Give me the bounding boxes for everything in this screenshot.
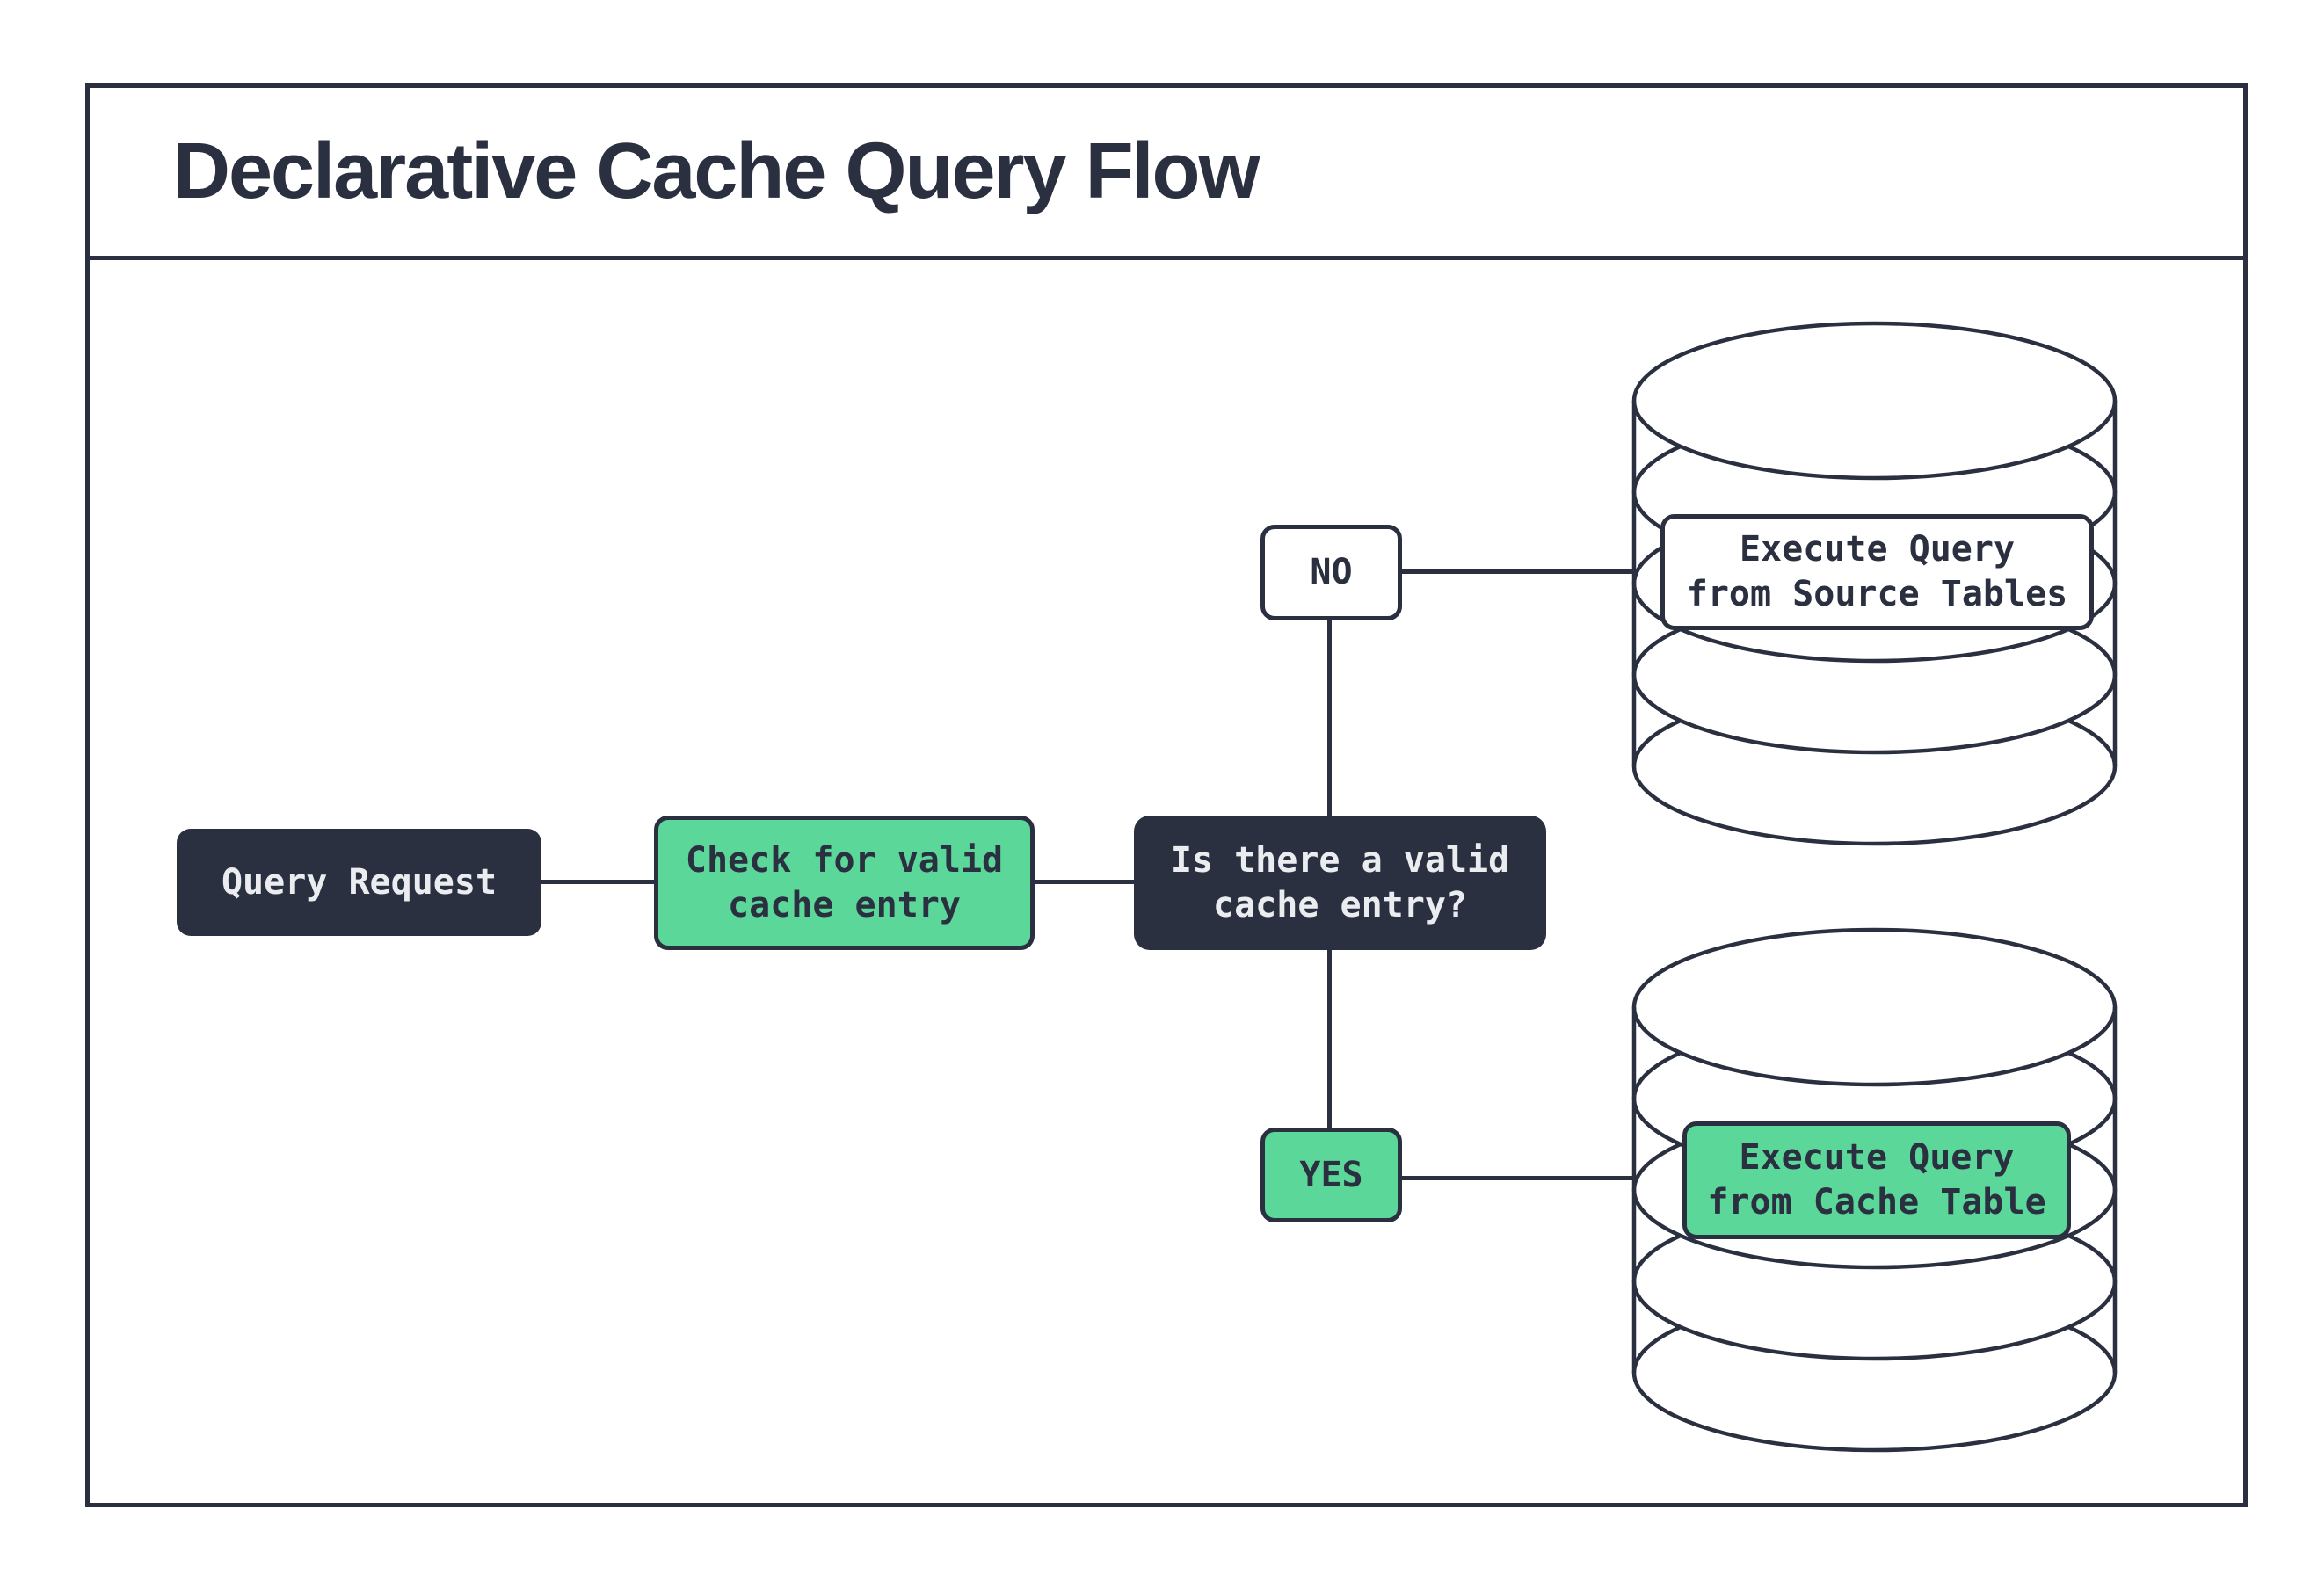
node-decision-valid-cache-label: Is there a valid cache entry? (1170, 839, 1510, 925)
edge-yes-to-cache-db (1402, 1176, 1637, 1180)
node-decision-valid-cache: Is there a valid cache entry? (1134, 816, 1546, 950)
node-check-cache-entry: Check for valid cache entry (654, 816, 1035, 950)
branch-label-yes: YES (1260, 1128, 1402, 1222)
node-execute-query-source-tables: Execute Query from Source Tables (1660, 514, 2094, 630)
branch-label-yes-text: YES (1299, 1154, 1363, 1195)
node-query-request-label: Query Request (221, 861, 498, 903)
branch-label-no: NO (1260, 525, 1402, 620)
node-execute-query-cache-table-label: Execute Query from Cache Table (1707, 1137, 2046, 1222)
diagram-title: Declarative Cache Query Flow (173, 127, 1260, 215)
edge-no-to-source-db (1402, 569, 1637, 574)
node-query-request: Query Request (177, 829, 541, 936)
edge-decision-to-no (1327, 615, 1332, 819)
edge-check-to-decision (1031, 880, 1137, 884)
node-execute-query-source-tables-label: Execute Query from Source Tables (1686, 529, 2068, 614)
diagram-header: Declarative Cache Query Flow (90, 88, 2243, 260)
node-execute-query-cache-table: Execute Query from Cache Table (1682, 1121, 2071, 1239)
node-check-cache-entry-label: Check for valid cache entry (685, 839, 1004, 925)
edge-decision-to-yes (1327, 947, 1332, 1131)
branch-label-no-text: NO (1310, 552, 1353, 592)
edge-query-to-check (538, 880, 657, 884)
